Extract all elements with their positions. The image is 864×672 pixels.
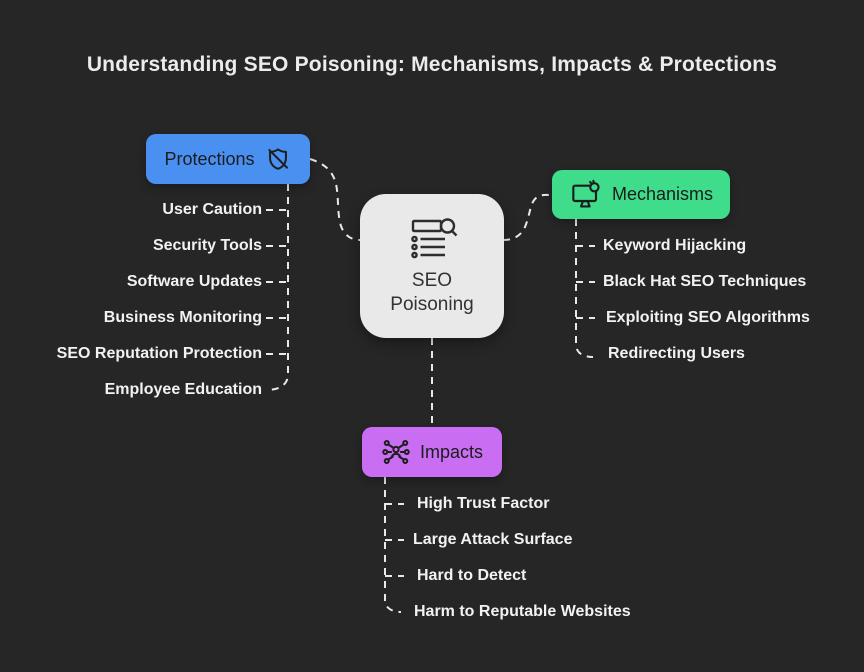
leaf-harm-to-reputable-websites: Harm to Reputable Websites bbox=[414, 603, 631, 620]
center-node-label-line2: Poisoning bbox=[390, 293, 474, 315]
center-node-label-line1: SEO bbox=[411, 269, 453, 291]
person-network-icon bbox=[381, 437, 411, 467]
trunk-mechanisms bbox=[575, 219, 594, 358]
leaf-seo-reputation-protection: SEO Reputation Protection bbox=[56, 345, 262, 362]
edge-center-mechanisms bbox=[502, 193, 553, 241]
leaf-high-trust-factor: High Trust Factor bbox=[417, 495, 550, 512]
list-search-icon bbox=[406, 216, 458, 260]
trunk-impacts bbox=[384, 477, 402, 613]
leaf-user-caution: User Caution bbox=[162, 201, 262, 218]
branch-label-impacts: Impacts bbox=[419, 441, 484, 462]
leaf-exploiting-seo-algorithms: Exploiting SEO Algorithms bbox=[606, 309, 810, 326]
branch-node-impacts: Impacts bbox=[362, 427, 502, 477]
leaf-large-attack-surface: Large Attack Surface bbox=[413, 531, 573, 548]
diagram-title: Understanding SEO Poisoning: Mechanisms,… bbox=[86, 53, 778, 76]
leaf-security-tools: Security Tools bbox=[152, 237, 262, 254]
center-node-label: SEO Poisoning bbox=[390, 269, 473, 317]
leaf-employee-education: Employee Education bbox=[104, 381, 262, 398]
monitor-bug-icon bbox=[569, 179, 603, 211]
leaf-keyword-hijacking: Keyword Hijacking bbox=[603, 237, 747, 254]
leaf-redirecting-users: Redirecting Users bbox=[608, 345, 745, 362]
leaf-hard-to-detect: Hard to Detect bbox=[417, 567, 527, 584]
trunk-protections bbox=[268, 184, 289, 391]
branch-node-mechanisms: Mechanisms bbox=[552, 170, 730, 219]
leaf-black-hat-seo-techniques: Black Hat SEO Techniques bbox=[603, 273, 807, 290]
shield-off-icon bbox=[264, 145, 292, 173]
center-node-seo-poisoning: SEO Poisoning bbox=[360, 194, 504, 338]
branch-label-mechanisms: Mechanisms bbox=[611, 184, 714, 204]
edge-protections-center bbox=[309, 158, 361, 241]
branch-label-protections: Protections bbox=[164, 148, 255, 169]
branch-node-protections: Protections bbox=[146, 134, 310, 184]
leaf-software-updates: Software Updates bbox=[126, 273, 262, 290]
leaf-business-monitoring: Business Monitoring bbox=[103, 309, 262, 326]
